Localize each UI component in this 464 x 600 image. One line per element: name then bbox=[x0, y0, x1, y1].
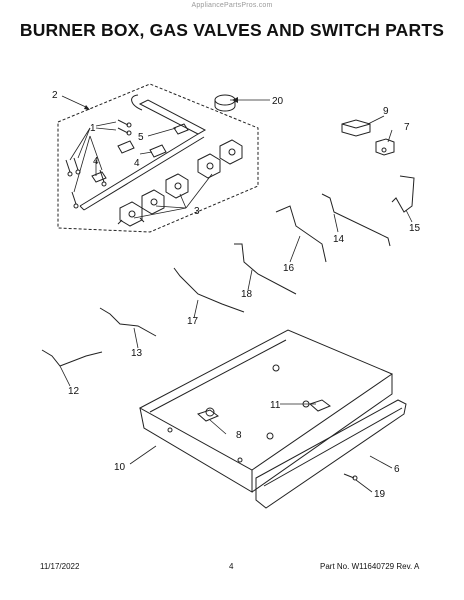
callout-4a: 4 bbox=[93, 156, 99, 167]
tube-17 bbox=[173, 267, 245, 313]
callout-14: 14 bbox=[333, 234, 345, 245]
screw bbox=[99, 169, 107, 187]
part-11 bbox=[309, 399, 331, 412]
callout-15: 15 bbox=[409, 223, 421, 234]
watermark-text: AppliancePartsPros.com bbox=[191, 2, 273, 9]
callout-4b: 4 bbox=[134, 158, 140, 169]
valve-bracket bbox=[91, 171, 107, 183]
gas-valve bbox=[141, 189, 165, 215]
page-title: BURNER BOX, GAS VALVES AND SWITCH PARTS bbox=[19, 20, 445, 40]
callout-19: 19 bbox=[374, 489, 386, 500]
callout-6: 6 bbox=[394, 464, 400, 475]
callout-3: 3 bbox=[194, 206, 200, 217]
callout-1: 1 bbox=[90, 123, 96, 134]
tube-14 bbox=[321, 193, 391, 247]
tube-16 bbox=[275, 205, 327, 263]
callout-12: 12 bbox=[68, 386, 80, 397]
gas-valve bbox=[165, 173, 189, 199]
callout-18: 18 bbox=[241, 289, 253, 300]
gas-manifold bbox=[79, 94, 207, 211]
screw bbox=[65, 159, 73, 177]
callout-7: 7 bbox=[404, 122, 410, 133]
gas-valve bbox=[117, 201, 145, 227]
screw bbox=[117, 119, 132, 128]
part-7 bbox=[375, 138, 395, 156]
callout-5: 5 bbox=[138, 132, 144, 143]
callout-9: 9 bbox=[383, 106, 389, 117]
valve-bracket bbox=[117, 140, 135, 154]
screw bbox=[71, 191, 79, 209]
callout-20: 20 bbox=[272, 96, 284, 107]
callout-13: 13 bbox=[131, 348, 143, 359]
callout-8: 8 bbox=[236, 430, 242, 441]
gas-valve bbox=[197, 153, 221, 179]
valve-bracket bbox=[149, 144, 167, 158]
part-8 bbox=[197, 409, 219, 422]
front-panel bbox=[255, 399, 407, 509]
burner-tray bbox=[138, 329, 394, 493]
footer-page-number: 4 bbox=[229, 562, 234, 571]
tube-12 bbox=[41, 349, 103, 367]
callout-17: 17 bbox=[187, 316, 199, 327]
callout-10: 10 bbox=[114, 462, 126, 473]
screw bbox=[73, 157, 81, 175]
callout-2: 2 bbox=[52, 90, 58, 101]
screw-19 bbox=[343, 473, 358, 481]
screw bbox=[117, 127, 132, 136]
valve-bracket bbox=[173, 123, 189, 135]
footer-date: 11/17/2022 bbox=[40, 562, 80, 571]
tube-13 bbox=[99, 307, 157, 337]
leader-lines bbox=[59, 95, 413, 493]
part-9 bbox=[341, 119, 371, 137]
gas-valve bbox=[219, 139, 243, 165]
part-20 bbox=[214, 94, 236, 112]
callout-11: 11 bbox=[270, 400, 281, 411]
tube-18 bbox=[234, 243, 297, 295]
tube-15 bbox=[391, 175, 415, 213]
callout-arrows bbox=[84, 97, 238, 110]
footer-part-number: Part No. W11640729 Rev. A bbox=[320, 562, 420, 571]
callout-16: 16 bbox=[283, 263, 295, 274]
